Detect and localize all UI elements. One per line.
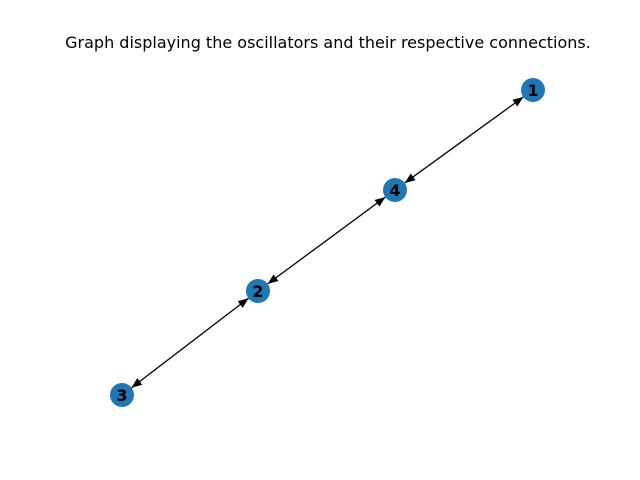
edges-group — [131, 96, 524, 389]
nodes-group: 1 4 2 3 — [110, 78, 545, 407]
node-4 — [383, 178, 407, 202]
edge-1-4 — [404, 96, 524, 184]
edge-4-2 — [267, 196, 386, 285]
node-2 — [246, 279, 270, 303]
node-label-4: 4 — [389, 181, 400, 200]
node-label-3: 3 — [116, 386, 127, 405]
node-label-1: 1 — [527, 81, 538, 100]
node-label-2: 2 — [252, 282, 263, 301]
node-1 — [521, 78, 545, 102]
node-3 — [110, 383, 134, 407]
edge-2-3 — [131, 297, 249, 389]
diagram-title: Graph displaying the oscillators and the… — [65, 33, 591, 52]
